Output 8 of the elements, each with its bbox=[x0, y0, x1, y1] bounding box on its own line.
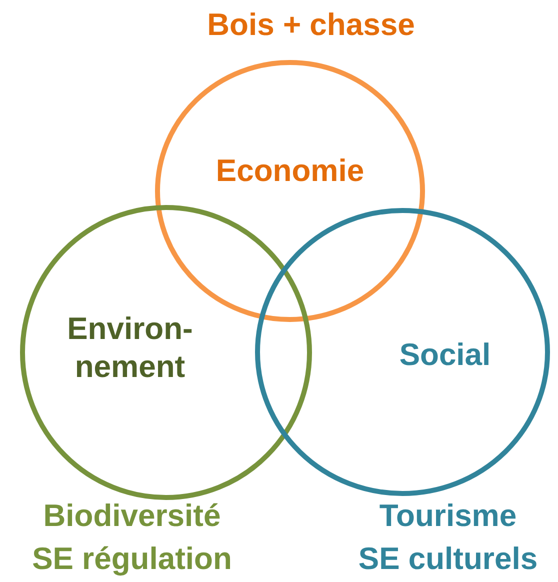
caption-text: SE régulation bbox=[32, 540, 232, 578]
circle-label: Social bbox=[398, 336, 492, 374]
caption-text: Bois + chasse bbox=[207, 6, 415, 44]
circle-label: Economie bbox=[214, 152, 366, 190]
circle-label: Environ- nement bbox=[66, 310, 194, 386]
caption-text: Biodiversité bbox=[43, 497, 221, 535]
caption-text: SE culturels bbox=[358, 540, 538, 578]
caption-text: Tourisme bbox=[379, 497, 517, 535]
